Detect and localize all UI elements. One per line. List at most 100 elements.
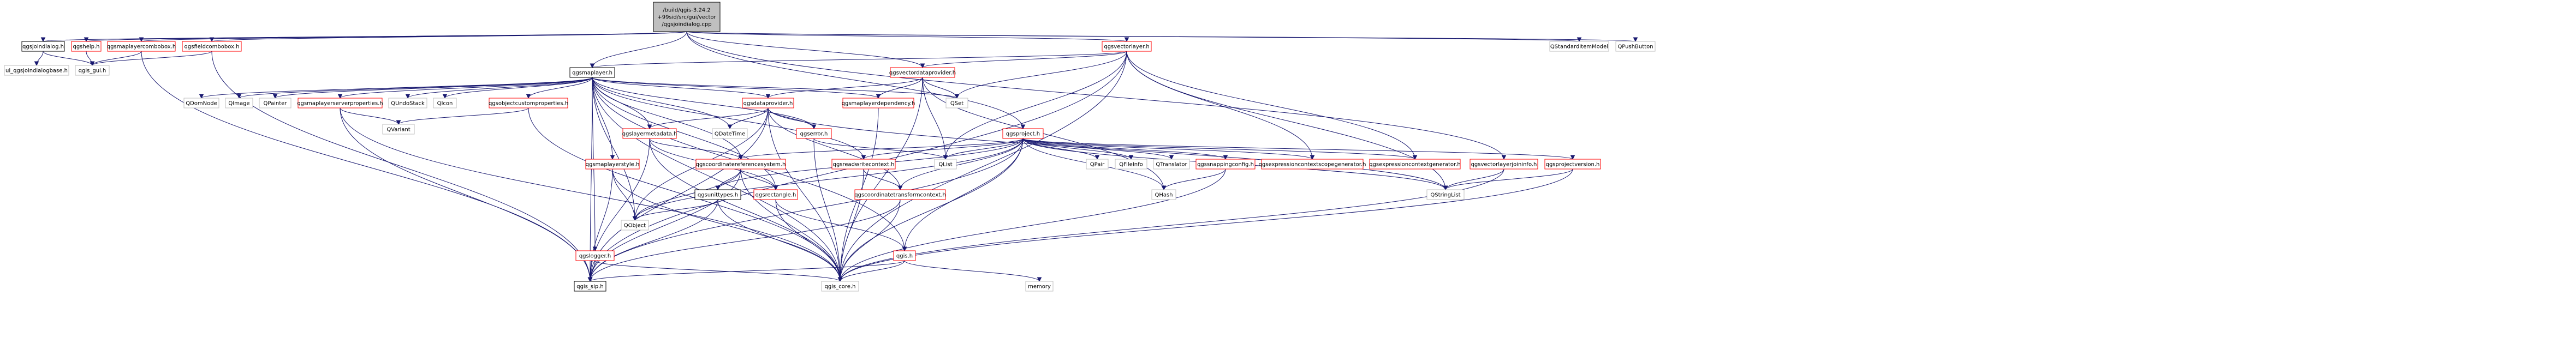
edge-qgsproject_h-to-qgscoordinatereferencesystem_h: [738, 138, 1024, 160]
node-QDateTime: QDateTime: [712, 128, 748, 139]
node-qgsobjectcustomproperties-h[interactable]: qgsobjectcustomproperties.h: [489, 98, 568, 108]
edge-qgsmaplayer_h-to-qgsmaplayerdependency_h: [592, 77, 881, 99]
node-label: qgis_sip.h: [576, 284, 604, 290]
node-ui-qgsjoindialogbase-h: ui_qgsjoindialogbase.h: [4, 65, 69, 76]
node-memory: memory: [1025, 281, 1054, 292]
edge-qgsproject_h-to-qgis_sip_h: [587, 138, 1024, 282]
edge-qgis_h-to-memory: [904, 260, 1042, 282]
node-qgslayermetadata-h[interactable]: qgslayermetadata.h: [622, 128, 677, 139]
node-QUndoStack: QUndoStack: [388, 98, 427, 108]
edge-qgsobjectcustomproperties_h-to-QVariant: [396, 107, 529, 125]
edge-qgis_h-to-qgis_core_h: [837, 260, 905, 282]
node-layer: /build/qgis-3.24.2+99sid/src/gui/vector/…: [4, 2, 1656, 292]
node-label: qgscoordinatetransformcontext.h: [854, 192, 945, 198]
node-qgsmaplayercombobox-h[interactable]: qgsmaplayercombobox.h: [107, 41, 176, 52]
node-qgsfieldcombobox-h[interactable]: qgsfieldcombobox.h: [182, 41, 242, 52]
node-qgsexpressioncontextscopegenerator-h[interactable]: qgsexpressioncontextscopegenerator.h: [1259, 159, 1366, 170]
node-qgshelp-h[interactable]: qgshelp.h: [71, 41, 102, 52]
edge-qgsproject_h-to-QPair: [1022, 138, 1100, 160]
edge-qgsvectordataprovider_h-to-qgsdataprovider_h: [765, 77, 923, 99]
node-qgsexpressioncontextgenerator-h[interactable]: qgsexpressioncontextgenerator.h: [1369, 159, 1461, 170]
node-qgsdataprovider-h[interactable]: qgsdataprovider.h: [742, 98, 794, 108]
node-label: QSet: [950, 101, 963, 107]
edge-qgsunittypes_h-to-QObject: [632, 199, 718, 221]
node-QPainter: QPainter: [259, 98, 291, 108]
edge-qgsmaplayerstyle_h-to-QObject: [612, 168, 638, 221]
edge-qgslogger_h-to-qgis_core_h: [594, 260, 843, 282]
node-qgsmaplayerserverproperties-h[interactable]: qgsmaplayerserverproperties.h: [297, 98, 383, 108]
node-label: qgshelp.h: [73, 44, 99, 50]
node-qgserror-h[interactable]: qgserror.h: [796, 128, 832, 139]
node-label: QImage: [228, 101, 249, 107]
edge-qgscoordinatereferencesystem_h-to-qgsrectangle_h: [740, 168, 778, 191]
node-QSet: QSet: [945, 98, 968, 108]
node-QVariant: QVariant: [382, 124, 415, 135]
node-label: qgsreadwritecontext.h: [833, 162, 895, 168]
node-label: qgsmaplayercombobox.h: [107, 44, 176, 50]
node-root[interactable]: /build/qgis-3.24.2+99sid/src/gui/vector/…: [653, 2, 721, 32]
node-label: qgsvectordataprovider.h: [889, 70, 956, 76]
node-label: QVariant: [386, 127, 410, 133]
node-label: qgsmaplayer.h: [572, 70, 612, 76]
node-label: QUndoStack: [391, 101, 425, 107]
node-label: qgsrectangle.h: [755, 192, 796, 198]
edge-qgsdataprovider_h-to-qgserror_h: [768, 107, 817, 130]
node-QHash: QHash: [1151, 189, 1176, 200]
edge-root-to-qgsvectordataprovider_h: [686, 31, 925, 69]
edge-qgsdataprovider_h-to-QStringList: [768, 107, 1448, 191]
node-qgis-h[interactable]: qgis.h: [893, 250, 916, 261]
node-QFileInfo: QFileInfo: [1115, 159, 1147, 170]
node-label: QPushButton: [1617, 44, 1653, 50]
edge-qgsmaplayer_h-to-qgsdataprovider_h: [592, 77, 771, 99]
edge-qgsmaplayer_h-to-qgsmaplayerserverproperties_h: [337, 77, 593, 99]
node-qgsmaplayerstyle-h[interactable]: qgsmaplayerstyle.h: [585, 159, 640, 170]
node-label: qgsvectorlayer.h: [1104, 44, 1149, 50]
node-qgsmaplayerdependency-h[interactable]: qgsmaplayerdependency.h: [842, 98, 915, 108]
edge-qgsmaplayer_h-to-QSet: [592, 77, 960, 99]
node-qgsmaplayer-h[interactable]: qgsmaplayer.h: [569, 67, 615, 78]
node-qgsreadwritecontext-h[interactable]: qgsreadwritecontext.h: [831, 159, 896, 170]
edge-qgsmaplayercombobox_h-to-qgis_sip_h: [141, 51, 593, 282]
edge-qgssnappingconfig_h-to-QHash: [1161, 168, 1226, 191]
node-label: +99sid/src/gui/vector: [657, 15, 716, 21]
node-label: /qgsjoindialog.cpp: [662, 22, 711, 28]
node-qgscoordinatetransformcontext-h[interactable]: qgscoordinatetransformcontext.h: [854, 189, 946, 200]
node-label: QList: [938, 162, 952, 168]
node-label: qgsproject.h: [1006, 131, 1040, 137]
node-label: memory: [1028, 284, 1051, 290]
edge-qgsmaplayerserverproperties_h-to-qgis_sip_h: [340, 107, 593, 282]
edge-qgscoordinatetransformcontext_h-to-qgis_sip_h: [587, 199, 901, 282]
edge-qgsproject_h-to-qgscoordinatetransformcontext_h: [897, 138, 1024, 191]
node-qgsrectangle-h[interactable]: qgsrectangle.h: [753, 189, 798, 200]
edge-qgis_h-to-qgis_sip_h: [587, 260, 905, 282]
node-qgsunittypes-h[interactable]: qgsunittypes.h: [694, 189, 741, 200]
edge-root-to-QPushButton: [686, 31, 1638, 43]
node-qgsprojectversion-h[interactable]: qgsprojectversion.h: [1544, 159, 1601, 170]
node-qgsproject-h[interactable]: qgsproject.h: [1002, 128, 1044, 139]
edge-qgsproject_h-to-qgsprojectversion_h: [1022, 138, 1575, 160]
node-label: qgsexpressioncontextscopegenerator.h: [1259, 162, 1366, 168]
edge-qgscoordinatereferencesystem_h-to-qgsunittypes_h: [715, 168, 741, 191]
edge-qgsfieldcombobox_h-to-qgis_gui_h: [90, 51, 212, 67]
node-label: qgslogger.h: [579, 254, 611, 260]
edge-qgsmaplayer_h-to-QDomNode: [199, 77, 593, 99]
edge-root-to-qgsmaplayercombobox_h: [139, 31, 687, 43]
node-qgsvectordataprovider-h[interactable]: qgsvectordataprovider.h: [889, 67, 956, 78]
node-qgscoordinatereferencesystem-h[interactable]: qgscoordinatereferencesystem.h: [695, 159, 786, 170]
node-label: QObject: [624, 223, 646, 229]
node-qgssnappingconfig-h[interactable]: qgssnappingconfig.h: [1195, 159, 1256, 170]
edge-qgsproject_h-to-qgsexpressioncontextgenerator_h: [1022, 138, 1418, 160]
node-qgslogger-h[interactable]: qgslogger.h: [575, 250, 615, 261]
node-qgis-sip-h[interactable]: qgis_sip.h: [574, 281, 606, 292]
edge-qgsmaplayer_h-to-QPainter: [272, 77, 593, 99]
node-label: qgsjoindialog.h: [22, 44, 64, 50]
edge-qgsproject_h-to-QFileInfo: [1022, 138, 1134, 160]
edge-qgsproject_h-to-qgsexpressioncontextscopegenerator_h: [1022, 138, 1315, 160]
node-qgsjoindialog-h[interactable]: qgsjoindialog.h: [21, 41, 65, 52]
node-qgsvectorlayer-h[interactable]: qgsvectorlayer.h: [1102, 41, 1152, 52]
node-qgsvectorlayerjoininfo-h[interactable]: qgsvectorlayerjoininfo.h: [1470, 159, 1538, 170]
node-QPair: QPair: [1086, 159, 1109, 170]
edge-layer: [34, 31, 1638, 282]
edge-qgsmaplayer_h-to-QUndoStack: [405, 77, 593, 99]
